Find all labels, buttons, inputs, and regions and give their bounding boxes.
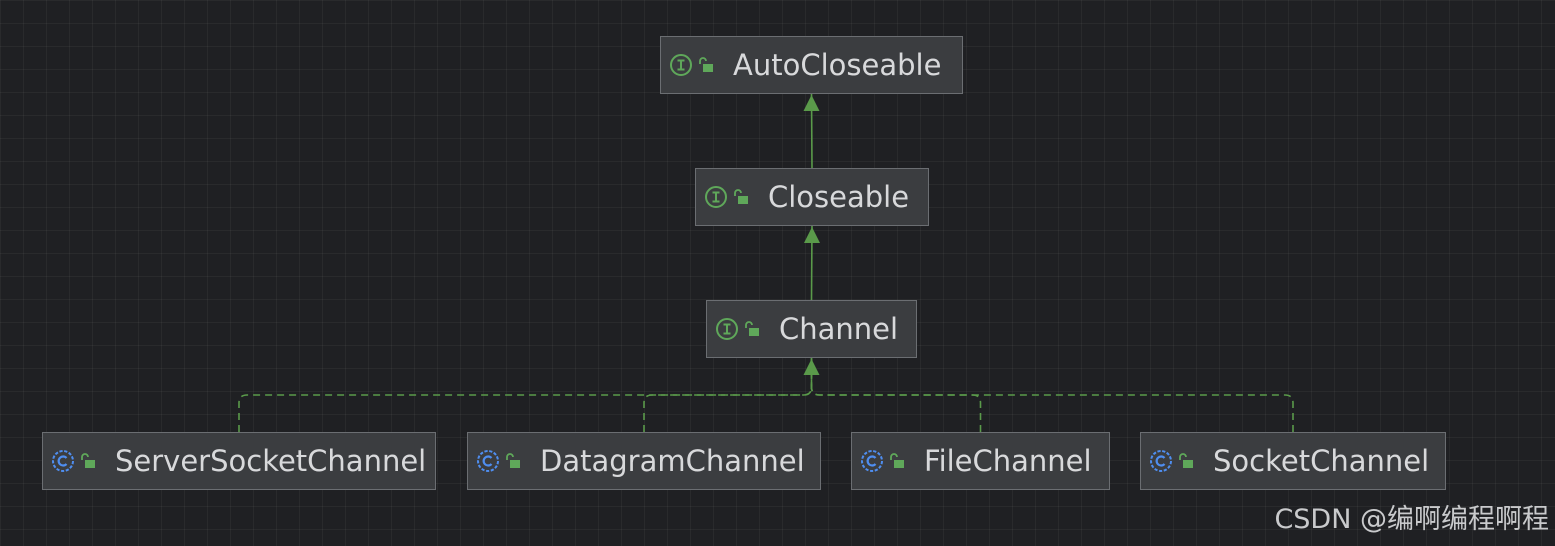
interface-icon — [715, 317, 739, 341]
node-filechannel[interactable]: FileChannel — [851, 432, 1110, 490]
edge-serversocketchannel-to-channel — [238, 358, 813, 432]
node-label: ServerSocketChannel — [115, 443, 427, 478]
node-datagramchannel[interactable]: DatagramChannel — [467, 432, 821, 490]
public-lock-icon — [504, 452, 522, 470]
abstract-class-icon — [476, 449, 500, 473]
public-lock-icon — [79, 452, 97, 470]
interface-icon — [669, 53, 693, 77]
node-label: Channel — [779, 311, 899, 346]
abstract-class-icon — [860, 449, 884, 473]
inheritance-arrowhead-autocloseable — [803, 95, 820, 111]
abstract-class-icon — [1149, 449, 1173, 473]
edge-socketchannel-to-channel — [810, 358, 1294, 432]
edge-filechannel-to-channel — [810, 358, 982, 432]
public-lock-icon — [1177, 452, 1195, 470]
public-lock-icon — [732, 188, 750, 206]
node-label: FileChannel — [924, 443, 1092, 478]
node-label: DatagramChannel — [540, 443, 805, 478]
node-closeable[interactable]: Closeable — [695, 168, 929, 226]
node-label: Closeable — [768, 179, 910, 214]
watermark: CSDN @编啊编程啊程 — [1274, 504, 1549, 535]
node-serversocketchannel[interactable]: ServerSocketChannel — [42, 432, 436, 490]
node-channel[interactable]: Channel — [706, 300, 917, 358]
public-lock-icon — [888, 452, 906, 470]
node-autocloseable[interactable]: AutoCloseable — [660, 36, 963, 94]
node-socketchannel[interactable]: SocketChannel — [1140, 432, 1446, 490]
node-label: SocketChannel — [1213, 443, 1430, 478]
public-lock-icon — [743, 320, 761, 338]
node-label: AutoCloseable — [733, 47, 942, 82]
interface-icon — [704, 185, 728, 209]
inheritance-arrowhead-closeable — [804, 227, 820, 243]
abstract-class-icon — [51, 449, 75, 473]
inheritance-arrowhead-channel — [803, 359, 820, 375]
public-lock-icon — [697, 56, 715, 74]
